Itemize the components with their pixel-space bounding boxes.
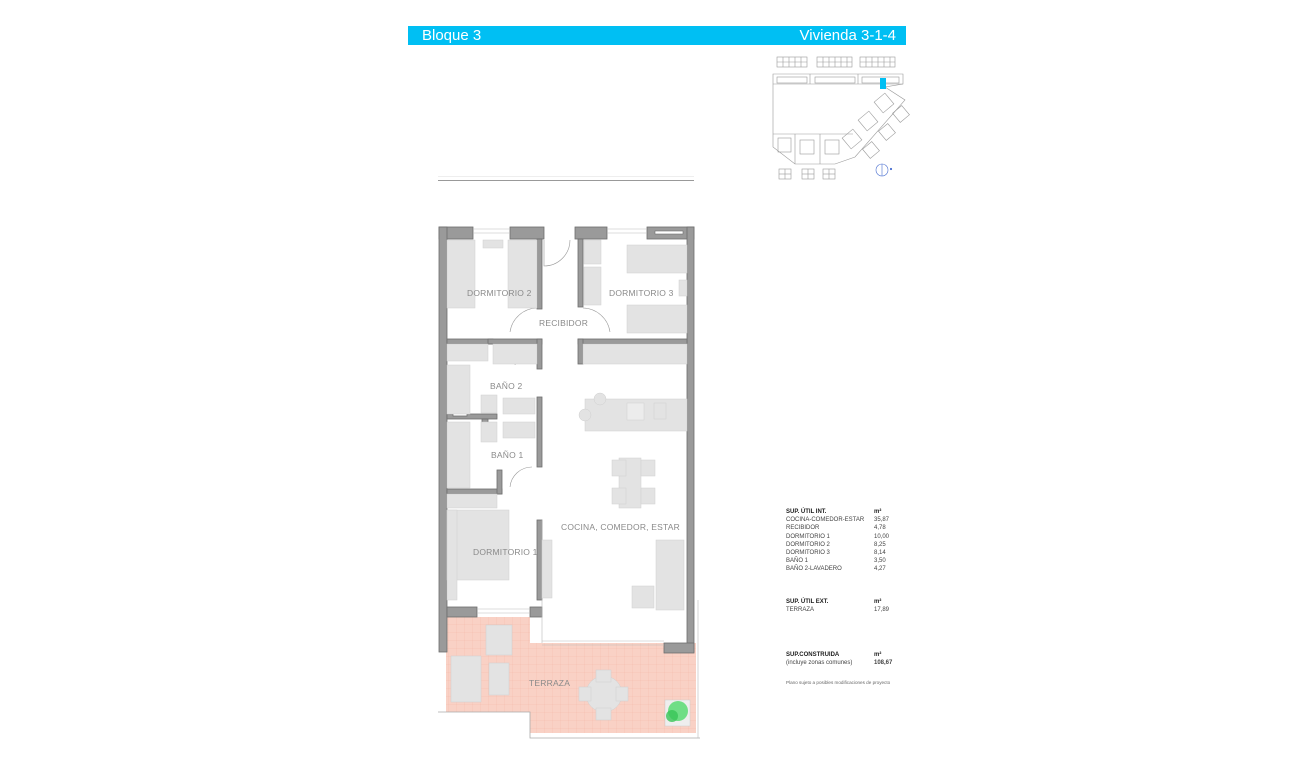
top-grid-1 — [776, 56, 808, 68]
built-value: 108,67 — [874, 660, 893, 667]
area-row: DORMITORIO 1 10,00 — [786, 533, 896, 541]
highlighted-unit — [880, 78, 886, 89]
area-value: 4,78 — [874, 525, 886, 532]
built-unit: m² — [874, 652, 882, 658]
header-bar: Bloque 3 Vivienda 3-1-4 — [408, 26, 906, 45]
area-value: 10,00 — [874, 533, 890, 540]
block-label: Bloque 3 — [422, 27, 482, 44]
key-plan — [772, 56, 910, 180]
exterior-unit: m² — [874, 599, 882, 605]
interior-areas: SUP. ÚTIL INT. m² COCINA-COMEDOR-ESTAR 35,… — [786, 508, 896, 574]
exterior-title: SUP. ÚTIL EXT. — [786, 599, 829, 605]
area-value: 8,14 — [874, 549, 886, 556]
area-label: RECIBIDOR — [786, 525, 820, 532]
plant-icon — [664, 699, 691, 727]
top-grid-2 — [816, 56, 853, 68]
terrace-area — [446, 617, 696, 733]
area-label: BAÑO 2-LAVADERO — [786, 566, 842, 573]
top-grid-3 — [859, 56, 896, 68]
area-label: TERRAZA — [786, 607, 815, 614]
area-row: COCINA-COMEDOR-ESTAR 35,87 — [786, 516, 896, 524]
area-label: DORMITORIO 2 — [786, 541, 830, 548]
area-row: RECIBIDOR 4,78 — [786, 524, 896, 532]
room-label-dormitorio-2: DORMITORIO 2 — [467, 288, 532, 298]
room-label-recibidor: RECIBIDOR — [539, 318, 589, 328]
divider-faint — [438, 176, 694, 177]
area-row: BAÑO 1 3,50 — [786, 557, 896, 565]
area-value: 35,87 — [874, 517, 890, 524]
room-label-bano-1: BAÑO 1 — [491, 450, 524, 460]
built-subtitle: (incluye zonas comunes) — [786, 660, 853, 667]
interior-title: SUP. ÚTIL INT. — [786, 509, 827, 515]
footnote: Plano sujeto a posibles modificaciones d… — [786, 680, 891, 685]
built-area: SUP.CONSTRUIDA m² (incluye zonas comunes)… — [786, 651, 896, 667]
built-title: SUP.CONSTRUIDA — [786, 652, 840, 658]
area-value: 4,27 — [874, 566, 886, 573]
area-label: DORMITORIO 3 — [786, 549, 830, 556]
area-label: COCINA-COMEDOR-ESTAR — [786, 517, 865, 524]
area-row: DORMITORIO 2 8,25 — [786, 541, 896, 549]
area-row: TERRAZA 17,89 — [786, 606, 896, 614]
unit-label: Vivienda 3-1-4 — [799, 27, 896, 44]
interior-unit: m² — [874, 509, 882, 515]
area-value: 17,89 — [874, 607, 890, 614]
room-label-dormitorio-1: DORMITORIO 1 — [473, 547, 538, 557]
room-label-terraza: TERRAZA — [529, 678, 571, 688]
divider — [438, 180, 694, 181]
area-label: BAÑO 1 — [786, 558, 809, 565]
compass-icon — [875, 163, 893, 177]
area-value: 3,50 — [874, 558, 886, 565]
exterior-areas: SUP. ÚTIL EXT. m² TERRAZA 17,89 — [786, 598, 896, 614]
area-row: BAÑO 2-LAVADERO 4,27 — [786, 565, 896, 573]
area-label: DORMITORIO 1 — [786, 533, 830, 540]
room-label-cocina: COCINA, COMEDOR, ESTAR — [561, 522, 681, 532]
room-label-dormitorio-3: DORMITORIO 3 — [609, 288, 674, 298]
area-row: DORMITORIO 3 8,14 — [786, 549, 896, 557]
area-value: 8,25 — [874, 541, 886, 548]
room-label-bano-2: BAÑO 2 — [490, 381, 523, 391]
